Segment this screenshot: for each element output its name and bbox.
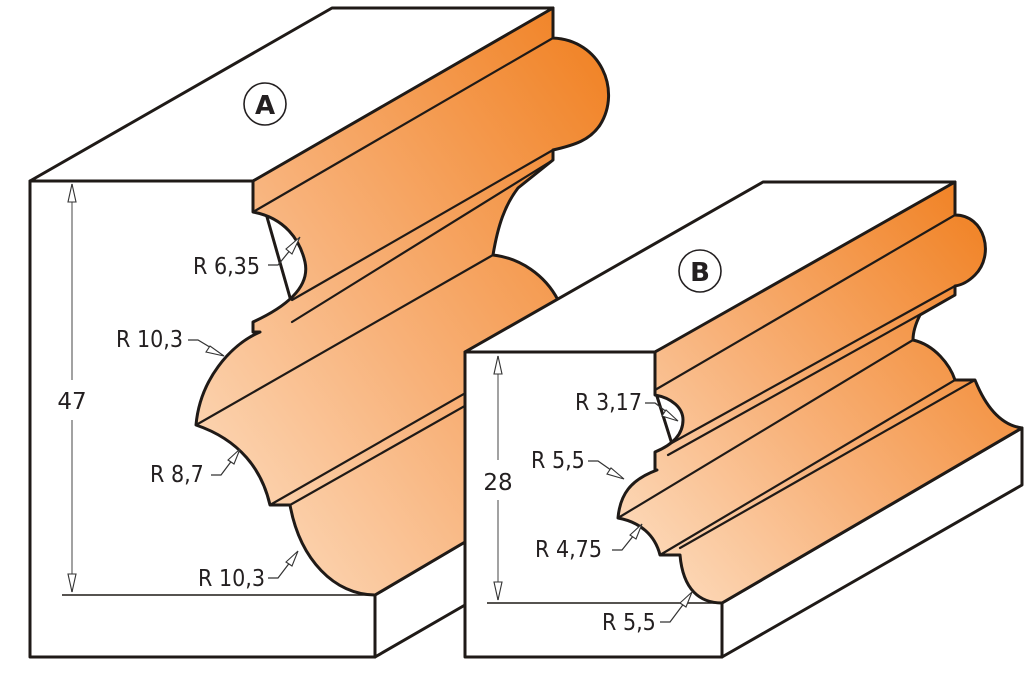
profile-a-radius-callout-3: R 8,7 [150,448,241,488]
radius-label: R 5,5 [602,610,656,636]
profile-a-badge-label: A [255,91,275,121]
profile-b-radius-callout-3: R 4,75 [535,523,643,563]
profile-b-radius-callout-1: R 3,17 [575,390,679,422]
profile-b-radius-callout-2: R 5,5 [531,448,625,480]
profile-b-height-label: 28 [483,470,512,496]
radius-label: R 6,35 [193,254,260,280]
radius-label: R 5,5 [531,448,585,474]
profile-a-radius-callout-2: R 10,3 [116,327,225,357]
profile-a-radius-callout-4: R 10,3 [198,550,299,592]
radius-label: R 4,75 [535,537,602,563]
profile-a: 47 A R 6,35 R 10,3 R 8,7 R 10,3 [28,6,611,659]
profile-b: 28 B R 3,17 R 5,5 R 4,75 R 5,5 [463,180,1024,659]
radius-label: R 10,3 [116,327,183,353]
profile-b-badge-label: B [690,258,710,288]
profile-a-height-label: 47 [57,389,86,415]
profile-b-radius-callout-4: R 5,5 [602,591,693,636]
radius-label: R 3,17 [575,390,642,416]
profile-a-badge: A [243,82,287,126]
profile-a-radius-callout-1: R 6,35 [193,236,301,280]
profile-b-height-dimension: 28 [483,355,513,601]
radius-label: R 10,3 [198,566,265,592]
radius-label: R 8,7 [150,462,204,488]
profile-a-height-dimension: 47 [57,183,87,593]
profile-b-badge: B [678,249,722,293]
profile-b-molded-surface [616,180,1024,605]
profile-b-ridge-lines [616,213,977,557]
